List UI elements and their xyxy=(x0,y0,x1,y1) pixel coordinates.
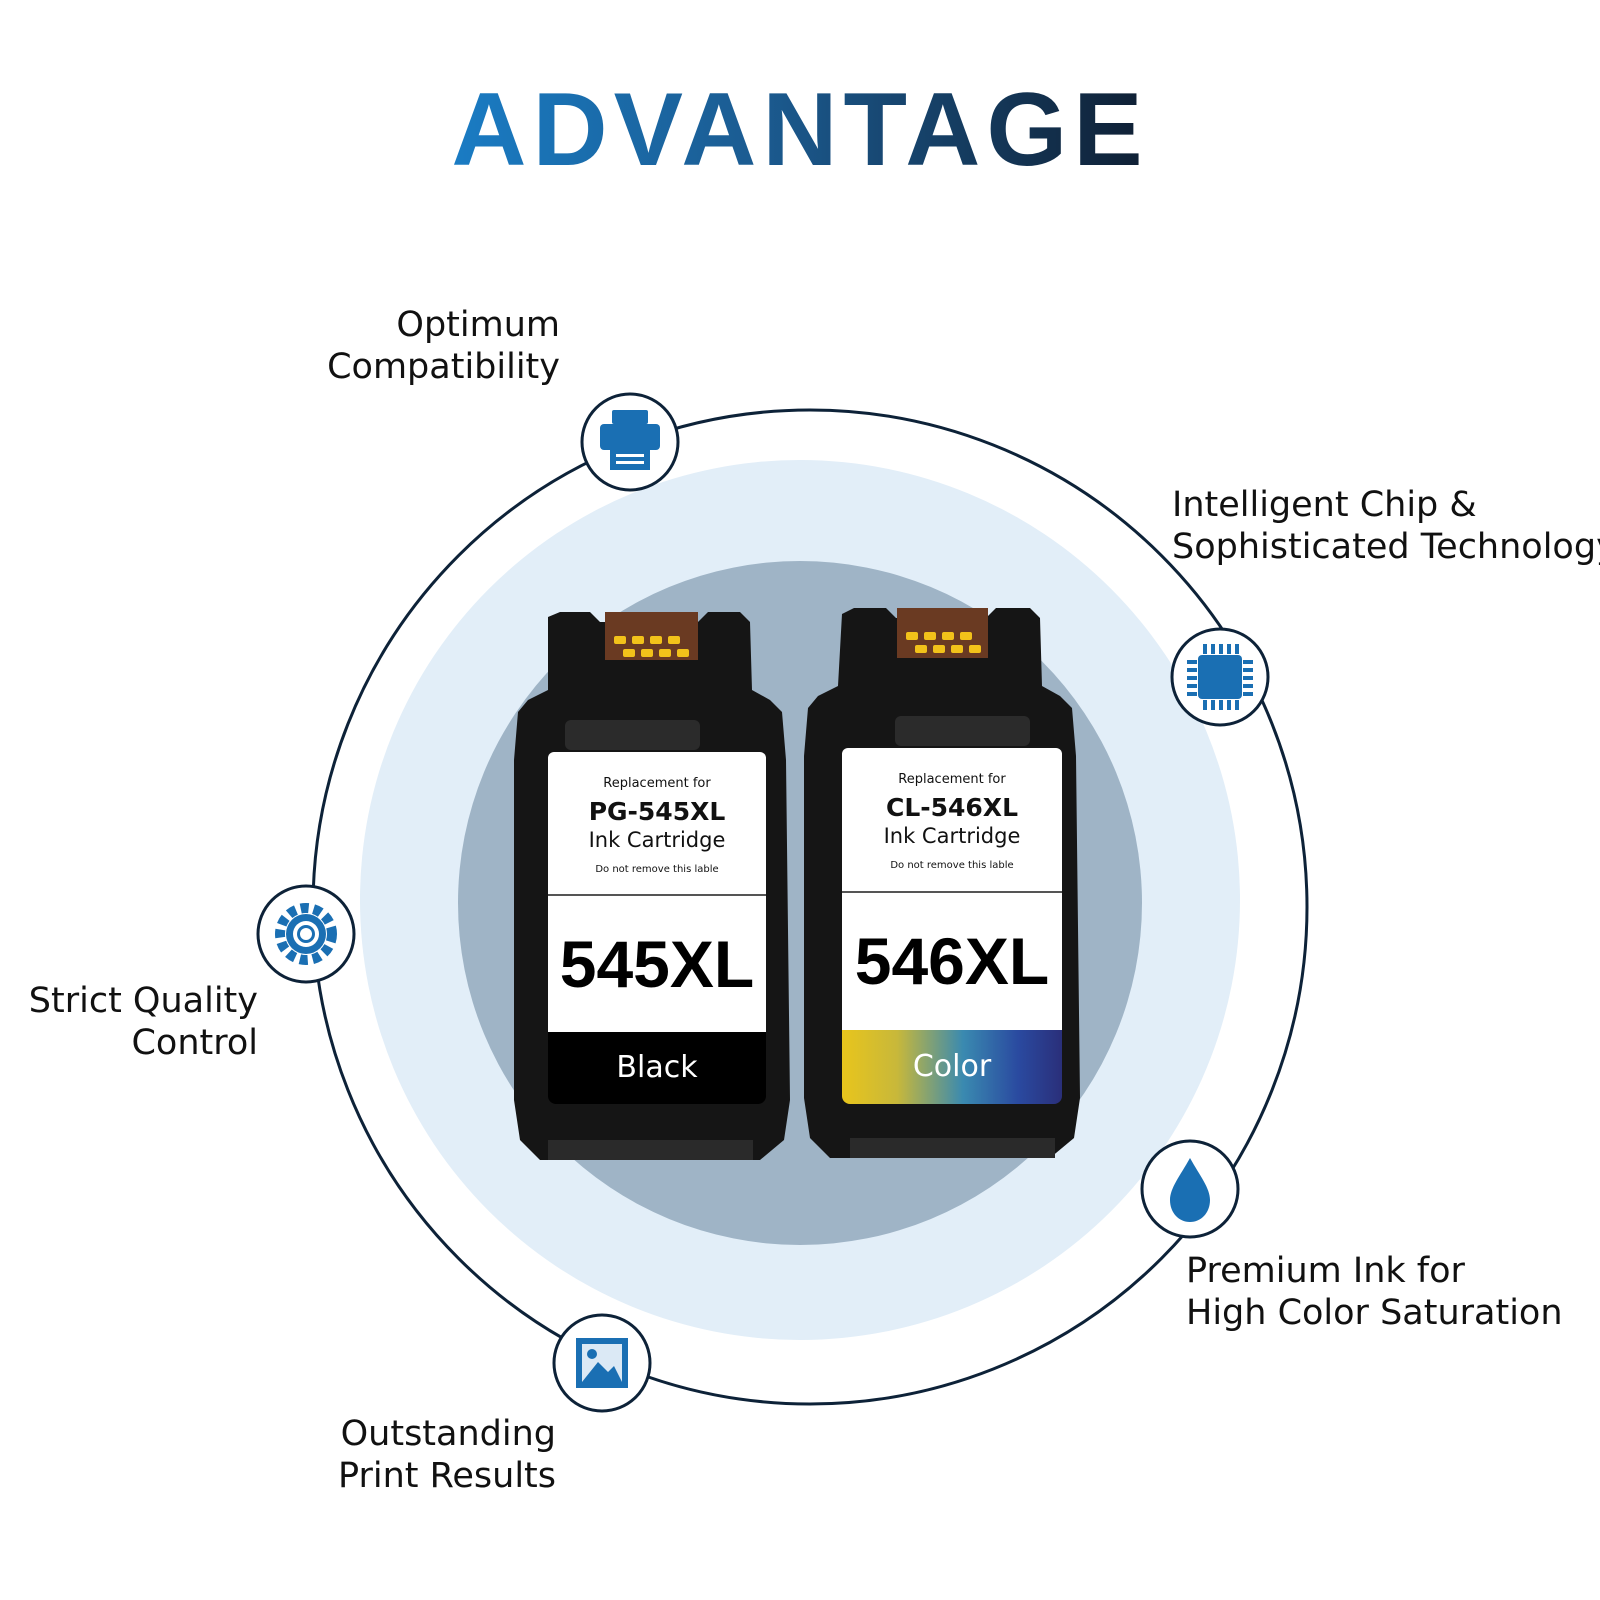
feature-quality-line1: Strict Quality xyxy=(28,981,258,1021)
color-big-number: 546XL xyxy=(842,893,1062,1030)
headline-text: ADVANTAGE xyxy=(451,72,1149,188)
feature-results-line2: Print Results xyxy=(337,1456,556,1496)
black-big-number: 545XL xyxy=(548,896,766,1032)
badge-chip xyxy=(1170,627,1270,727)
badge-image xyxy=(552,1313,652,1413)
chip-icon xyxy=(1187,644,1253,710)
color-strip: Color xyxy=(842,1030,1062,1104)
ink-drop-icon xyxy=(1170,1158,1210,1222)
feature-results: Outstanding Print Results xyxy=(250,1413,556,1497)
feature-compatibility: Optimum Compatibility xyxy=(240,304,560,388)
color-note: Do not remove this lable xyxy=(890,860,1014,871)
feature-quality-line2: Control xyxy=(131,1023,258,1063)
badge-printer xyxy=(580,392,680,492)
feature-quality: Strict Quality Control xyxy=(10,980,258,1064)
black-note: Do not remove this lable xyxy=(595,864,719,875)
headline: ADVANTAGE xyxy=(0,78,1600,182)
color-replacement: Replacement for xyxy=(898,772,1006,787)
black-label-top: Replacement for PG-545XL Ink Cartridge D… xyxy=(548,752,766,894)
printer-icon xyxy=(600,410,660,470)
feature-ink-line2: High Color Saturation xyxy=(1186,1293,1563,1333)
gear-icon xyxy=(275,903,337,965)
feature-chip-line1: Intelligent Chip & xyxy=(1172,485,1477,525)
black-type: Ink Cartridge xyxy=(588,828,726,852)
feature-results-line1: Outstanding xyxy=(340,1414,556,1454)
feature-chip-line2: Sophisticated Technology xyxy=(1172,527,1600,567)
black-strip: Black xyxy=(548,1032,766,1104)
black-model: PG-545XL xyxy=(588,797,726,826)
color-type: Ink Cartridge xyxy=(883,824,1021,848)
image-icon xyxy=(576,1338,628,1388)
feature-chip: Intelligent Chip & Sophisticated Technol… xyxy=(1172,484,1600,568)
feature-ink: Premium Ink for High Color Saturation xyxy=(1186,1250,1586,1334)
badge-ink xyxy=(1140,1139,1240,1239)
color-label-top: Replacement for CL-546XL Ink Cartridge D… xyxy=(842,748,1062,891)
feature-compatibility-line1: Optimum xyxy=(396,305,560,345)
black-label-divider xyxy=(548,894,766,896)
color-model: CL-546XL xyxy=(885,793,1019,822)
feature-compatibility-line2: Compatibility xyxy=(327,347,560,387)
badge-gear xyxy=(256,884,356,984)
black-replacement: Replacement for xyxy=(603,776,711,791)
feature-ink-line1: Premium Ink for xyxy=(1186,1251,1465,1291)
color-label-divider xyxy=(842,891,1062,893)
